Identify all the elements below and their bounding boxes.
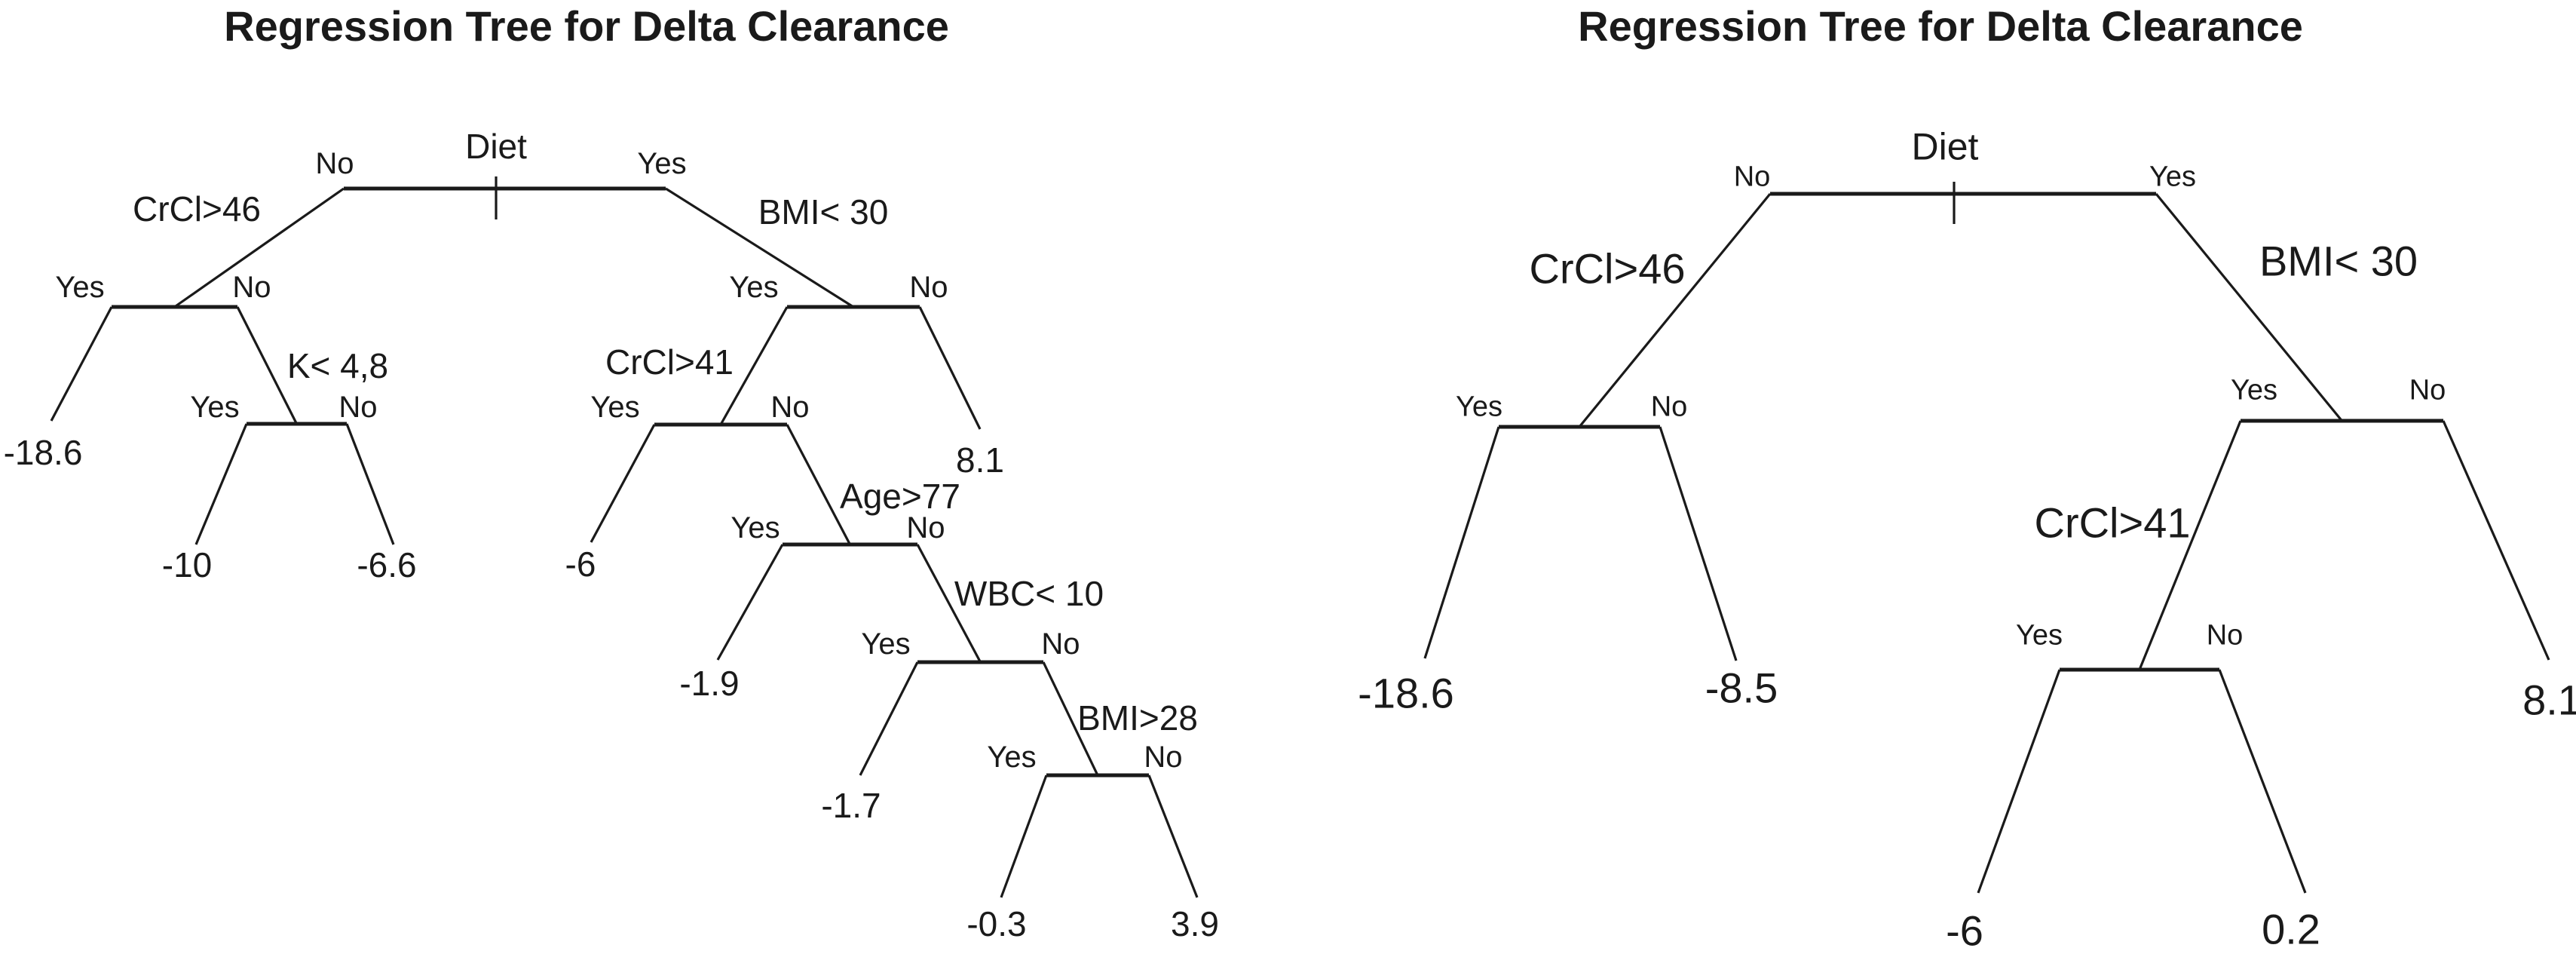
split-label: CrCl>46 bbox=[133, 189, 261, 229]
branch-answer-label: No bbox=[315, 147, 354, 180]
leaf-value: -0.3 bbox=[966, 904, 1026, 943]
split-label: BMI< 30 bbox=[758, 192, 889, 232]
split-label: Diet bbox=[1912, 126, 1979, 168]
branch-answer-label: No bbox=[770, 391, 809, 424]
leaf-value: -1.9 bbox=[679, 664, 739, 703]
branch-answer-label: No bbox=[906, 511, 945, 544]
branch-answer-label: Yes bbox=[637, 147, 686, 180]
branch-answer-label: No bbox=[338, 391, 377, 424]
branch-answer-label: No bbox=[1041, 627, 1080, 661]
edge-line bbox=[236, 306, 298, 425]
leaf-value: 0.2 bbox=[2262, 906, 2320, 953]
branch-answer-label: No bbox=[232, 271, 271, 304]
leaf-value: -6 bbox=[1946, 907, 1983, 954]
branch-answer-label: Yes bbox=[729, 271, 778, 304]
split-label: K< 4,8 bbox=[287, 346, 388, 385]
leaf-value: 3.9 bbox=[1171, 904, 1219, 943]
branch-answer-label: Yes bbox=[2016, 619, 2063, 651]
edge-line bbox=[716, 544, 784, 661]
leaf-value: 8.1 bbox=[2522, 676, 2576, 724]
branch-answer-label: Yes bbox=[861, 627, 910, 661]
split-label: CrCl>41 bbox=[2035, 499, 2191, 547]
branch-answer-label: Yes bbox=[190, 391, 239, 424]
edge-line bbox=[1423, 426, 1500, 659]
edge-line bbox=[859, 661, 919, 776]
leaf-value: -6.6 bbox=[357, 545, 416, 584]
right-tree-title: Regression Tree for Delta Clearance bbox=[1578, 2, 2303, 50]
branch-answer-label: Yes bbox=[731, 511, 780, 544]
branch-answer-label: No bbox=[1734, 161, 1771, 192]
leaf-value: -8.5 bbox=[1705, 664, 1778, 712]
left-tree-title: Regression Tree for Delta Clearance bbox=[224, 2, 949, 50]
edge-line bbox=[665, 187, 854, 308]
branch-answer-label: Yes bbox=[55, 271, 104, 304]
edge-line bbox=[173, 187, 345, 308]
edge-line bbox=[1578, 192, 1772, 428]
split-label: CrCl>41 bbox=[605, 342, 734, 382]
edge-line bbox=[1042, 661, 1099, 776]
leaf-value: -18.6 bbox=[1358, 670, 1454, 717]
edge-line bbox=[590, 424, 656, 543]
edge-line bbox=[1000, 775, 1048, 898]
edge-line bbox=[1659, 426, 1738, 661]
edge-line bbox=[2138, 420, 2242, 670]
edge-line bbox=[345, 423, 395, 545]
branch-answer-label: No bbox=[2409, 374, 2446, 406]
leaf-value: 8.1 bbox=[956, 440, 1004, 480]
split-label: Diet bbox=[465, 127, 527, 166]
branch-answer-label: Yes bbox=[590, 391, 639, 424]
edge-line bbox=[719, 306, 789, 425]
leaf-value: -1.7 bbox=[821, 786, 881, 825]
split-label: Age>77 bbox=[840, 477, 960, 516]
leaf-value: -6 bbox=[565, 544, 596, 584]
split-label: BMI< 30 bbox=[2259, 238, 2418, 285]
branch-answer-label: Yes bbox=[2231, 374, 2277, 406]
leaf-value: -10 bbox=[162, 545, 212, 584]
branch-answer-label: Yes bbox=[2149, 161, 2196, 192]
branch-answer-label: No bbox=[2207, 619, 2244, 651]
split-label: BMI>28 bbox=[1077, 698, 1198, 738]
edge-line bbox=[918, 306, 982, 430]
edge-line bbox=[2442, 420, 2550, 661]
edge-line bbox=[50, 306, 113, 422]
edge-line bbox=[2155, 192, 2343, 422]
branch-answer-label: Yes bbox=[1456, 391, 1502, 422]
branch-answer-label: No bbox=[909, 271, 948, 304]
branch-answer-label: Yes bbox=[987, 741, 1036, 774]
edge-line bbox=[1977, 669, 2061, 894]
branch-answer-label: No bbox=[1144, 741, 1182, 774]
edge-line bbox=[1147, 775, 1199, 898]
split-label: CrCl>46 bbox=[1530, 245, 1686, 293]
edge-line bbox=[786, 424, 851, 545]
edge-line bbox=[916, 544, 982, 663]
edge-line bbox=[2218, 669, 2307, 894]
leaf-value: -18.6 bbox=[4, 433, 83, 472]
edge-line bbox=[195, 423, 248, 545]
split-label: WBC< 10 bbox=[954, 574, 1104, 613]
branch-answer-label: No bbox=[1651, 391, 1688, 422]
